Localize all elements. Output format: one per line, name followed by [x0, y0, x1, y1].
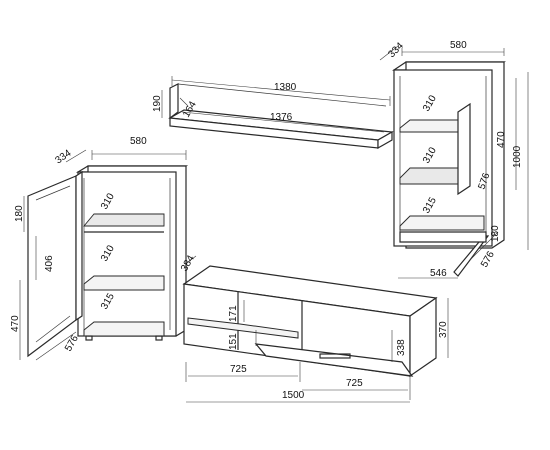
- dim-shelf-inner: 1376: [270, 112, 293, 123]
- dim-shelf-width: 1380: [274, 82, 297, 93]
- left-cabinet: [19, 149, 189, 361]
- dim-tv-151: 151: [228, 333, 239, 350]
- dim-right-height: 1000: [512, 145, 523, 168]
- dim-tv-height: 370: [438, 321, 449, 338]
- dim-tv-half-right: 725: [346, 378, 363, 389]
- dim-right-bottom-w: 576: [479, 249, 497, 269]
- dim-shelf-height: 190: [152, 95, 163, 112]
- dim-left-door-top: 180: [14, 205, 25, 222]
- dim-left-door-mid: 406: [44, 255, 55, 272]
- dim-left-door-bottom: 470: [10, 315, 21, 332]
- dim-tv-half-left: 725: [230, 364, 247, 375]
- dim-left-depth: 334: [53, 148, 73, 167]
- dim-right-door-upper: 470: [496, 131, 507, 148]
- dim-left-width: 580: [130, 136, 147, 147]
- wall-shelf: [161, 76, 394, 150]
- right-cabinet: [379, 45, 529, 279]
- dim-tv-338: 338: [396, 339, 407, 356]
- tv-stand: [182, 255, 449, 403]
- dim-right-inner-w: 546: [430, 268, 447, 279]
- dim-tv-width: 1500: [282, 390, 305, 401]
- dim-right-depth: 334: [386, 40, 406, 60]
- dim-tv-171: 171: [228, 305, 239, 322]
- dim-right-width: 580: [450, 40, 467, 51]
- dim-right-bottom-h: 180: [490, 225, 501, 242]
